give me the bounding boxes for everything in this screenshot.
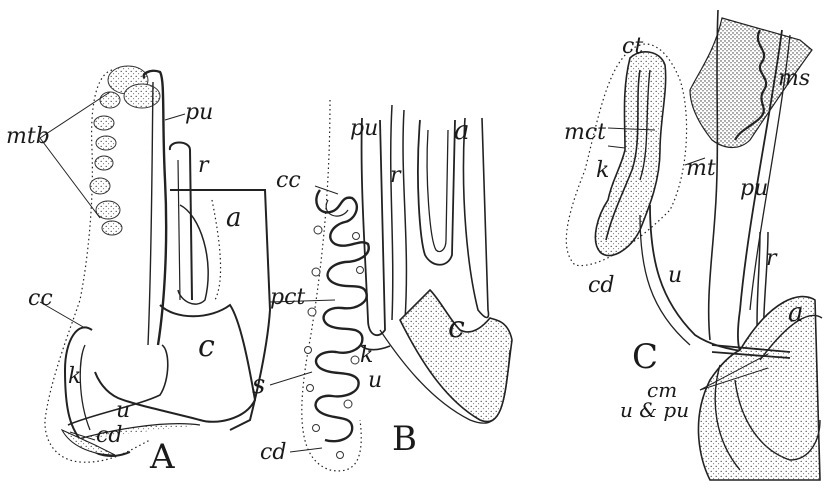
label-a-k: k [68,366,81,388]
label-b-pu: pu [350,118,378,140]
label-b-a: a [454,118,470,144]
label-a-a: a [226,205,242,231]
label-b-s: s [252,372,265,398]
label-b-cd: cd [260,442,286,464]
panel-label-b: B [392,422,417,456]
label-b-cc: cc [276,170,301,192]
label-a-c: c [198,332,215,362]
label-c-ms: ms [778,68,810,90]
label-b-r: r [390,165,401,187]
label-a-cc: cc [28,288,53,310]
label-b-pct: pct [270,287,305,309]
primary-ureter-duct [144,71,166,345]
label-b-c: c [448,313,465,343]
panel-b-drawing [270,100,512,471]
label-c-cd: cd [588,275,614,297]
label-b-k: k [360,345,373,367]
rectum-tube [170,143,192,301]
panel-label-a: A [150,440,175,474]
label-a-cd: cd [96,425,122,447]
label-c-u-and-pu: u & pu [620,400,689,420]
pu-tube-b [362,118,385,335]
label-c-u: u [668,265,682,287]
rectum-tube-b [418,120,455,265]
panel-a-drawing [40,66,270,462]
label-a-r: r [198,155,209,177]
panel-label-c: C [632,340,658,374]
label-c-k: k [596,160,609,182]
label-a-u: u [116,400,130,422]
mesonephric-tubules [90,66,160,235]
panel-b-leader-lines [270,186,338,452]
label-c-ct: ct [622,36,643,58]
ureter-c [650,205,750,352]
label-a-mtb: mtb [6,126,50,148]
label-c-mt: mt [686,158,716,180]
allantois-b [463,118,488,318]
label-c-r: r [766,248,777,270]
label-b-u: u [368,370,382,392]
label-c-pu: pu [740,178,768,200]
label-c-a: a [788,300,804,326]
metanephros [595,52,665,256]
label-c-cm: cm [647,380,677,400]
convoluted-tubules [316,190,369,441]
label-c-mct: mct [564,122,606,144]
label-a-pu: pu [185,102,213,124]
